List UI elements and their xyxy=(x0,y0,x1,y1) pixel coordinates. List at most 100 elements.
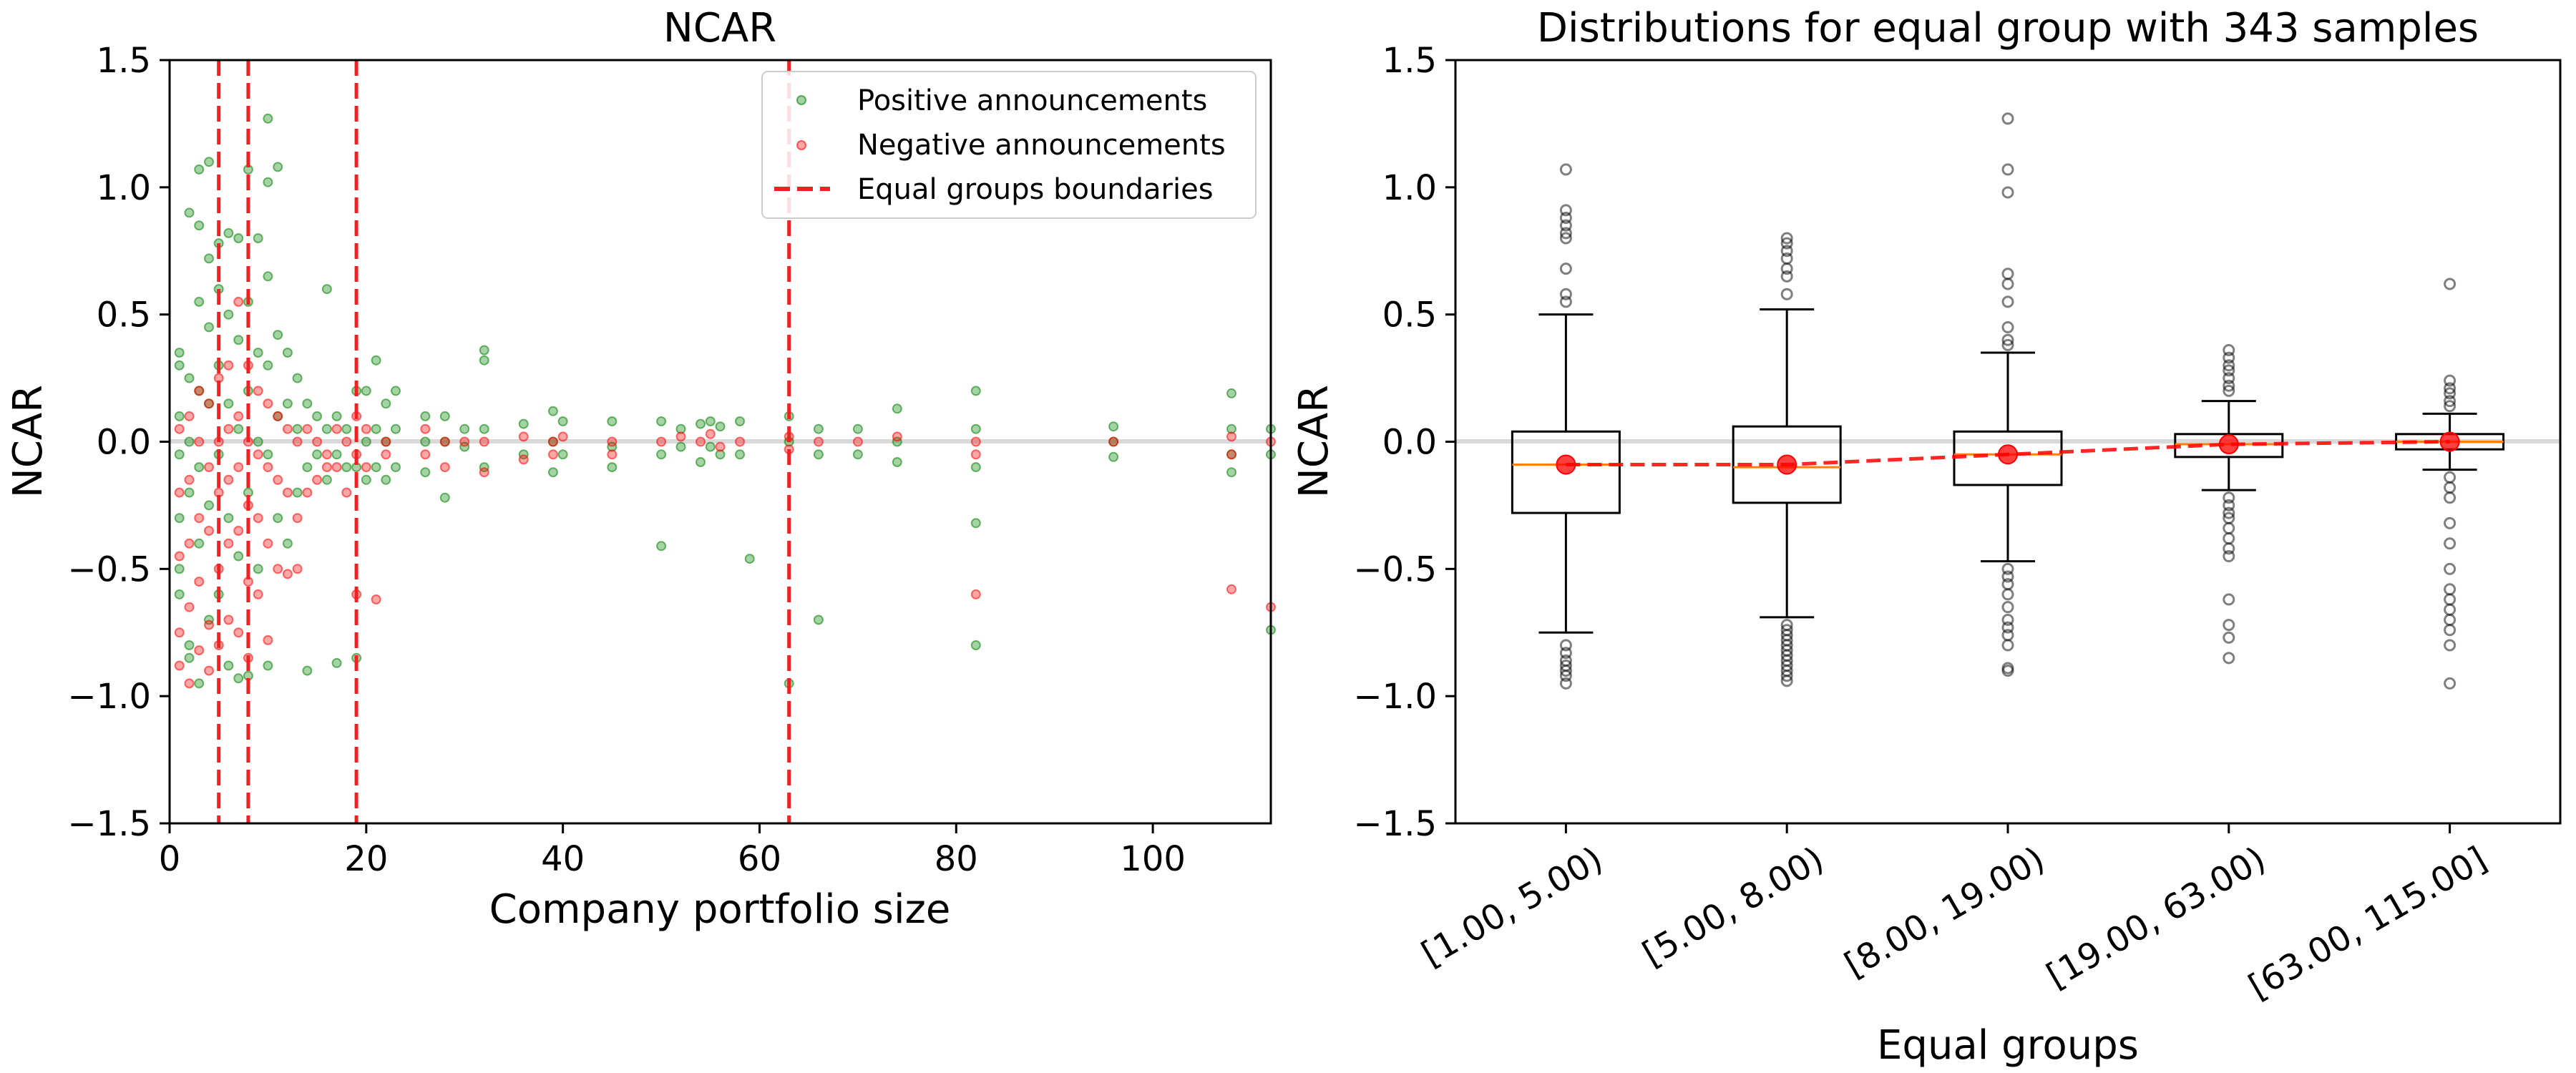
outlier-point xyxy=(2223,343,2235,356)
mean-point xyxy=(2218,434,2239,455)
x-tick-label: 0 xyxy=(159,839,181,879)
outlier-point xyxy=(1780,675,1793,687)
point-positive-announcements xyxy=(253,564,263,574)
point-negative-announcements xyxy=(312,474,323,485)
boxplot-y-ticks: −1.5−1.0−0.50.00.51.01.5 xyxy=(1353,41,1455,844)
point-positive-announcements xyxy=(223,513,234,524)
point-positive-announcements xyxy=(361,436,371,447)
point-negative-announcements xyxy=(813,436,824,447)
point-positive-announcements xyxy=(420,467,431,478)
point-positive-announcements xyxy=(292,423,303,434)
outlier-point xyxy=(1559,647,1572,660)
point-negative-announcements xyxy=(1226,584,1236,594)
point-negative-announcements xyxy=(174,627,185,638)
boxplot xyxy=(2395,278,2505,690)
point-positive-announcements xyxy=(1226,467,1236,478)
point-positive-announcements xyxy=(656,449,667,460)
point-positive-announcements xyxy=(263,660,273,671)
point-positive-announcements xyxy=(341,462,352,473)
point-positive-announcements xyxy=(194,164,205,175)
point-negative-announcements xyxy=(341,436,352,447)
point-negative-announcements xyxy=(292,564,303,574)
point-negative-announcements xyxy=(518,431,529,442)
outlier-point xyxy=(2223,506,2235,519)
point-positive-announcements xyxy=(292,487,303,498)
point-negative-announcements xyxy=(479,436,489,447)
point-negative-announcements xyxy=(1226,449,1236,460)
point-positive-announcements xyxy=(174,564,185,574)
scatter-legend: Positive announcements Negative announce… xyxy=(761,71,1257,219)
scatter-y-ticks: −1.5−1.0−0.50.00.51.01.5 xyxy=(67,41,170,844)
y-tick-label: 0.5 xyxy=(1382,295,1437,335)
point-negative-announcements xyxy=(439,436,450,447)
outlier-point xyxy=(2444,481,2457,494)
point-positive-announcements xyxy=(184,207,195,218)
outlier-point xyxy=(2001,588,2014,601)
outlier-point xyxy=(2444,400,2457,413)
point-positive-announcements xyxy=(233,423,244,434)
point-positive-announcements xyxy=(223,309,234,320)
point-positive-announcements xyxy=(204,157,214,167)
outlier-point xyxy=(2444,613,2457,626)
point-positive-announcements xyxy=(705,416,716,426)
scatter-x-label: Company portfolio size xyxy=(489,886,951,933)
point-positive-announcements xyxy=(253,233,263,243)
y-tick-label: 1.5 xyxy=(97,41,151,81)
point-positive-announcements xyxy=(970,640,981,650)
outlier-point xyxy=(2444,387,2457,400)
outlier-point xyxy=(2001,338,2014,351)
outlier-point xyxy=(2001,665,2014,677)
point-positive-announcements xyxy=(705,441,716,452)
outlier-point xyxy=(2001,112,2014,125)
boxplot xyxy=(1511,163,1621,690)
point-positive-announcements xyxy=(273,330,283,340)
point-negative-announcements xyxy=(970,436,981,447)
boxplot xyxy=(2174,343,2284,665)
point-positive-announcements xyxy=(184,436,195,447)
point-negative-announcements xyxy=(547,449,558,460)
point-positive-announcements xyxy=(715,449,726,460)
point-positive-announcements xyxy=(223,660,234,671)
x-tick-label: [8.00, 19.00) xyxy=(1838,839,2051,986)
point-positive-announcements xyxy=(204,500,214,511)
mean-point xyxy=(2439,431,2460,452)
outlier-point xyxy=(1559,163,1572,176)
outlier-point xyxy=(2001,562,2014,575)
point-negative-announcements xyxy=(547,436,558,447)
point-negative-announcements xyxy=(263,538,273,549)
point-positive-announcements xyxy=(439,411,450,421)
point-negative-announcements xyxy=(223,423,234,434)
point-negative-announcements xyxy=(479,467,489,478)
point-negative-announcements xyxy=(194,386,205,396)
point-positive-announcements xyxy=(970,423,981,434)
outlier-point xyxy=(2001,601,2014,614)
legend-label-boundary: Equal groups boundaries xyxy=(857,173,1214,206)
outlier-point xyxy=(2223,364,2235,377)
point-positive-announcements xyxy=(194,220,205,231)
point-negative-announcements xyxy=(371,594,381,604)
point-positive-announcements xyxy=(371,355,381,366)
point-positive-announcements xyxy=(331,449,342,460)
outlier-point xyxy=(2223,532,2235,545)
point-positive-announcements xyxy=(852,449,863,460)
point-positive-announcements xyxy=(194,462,205,473)
point-positive-announcements xyxy=(852,423,863,434)
outlier-point xyxy=(2001,613,2014,626)
point-negative-announcements xyxy=(852,436,863,447)
outlier-point xyxy=(2444,583,2457,596)
outlier-point xyxy=(2001,268,2014,280)
boxplot xyxy=(1953,112,2063,677)
outlier-point xyxy=(1559,639,1572,652)
point-positive-announcements xyxy=(233,673,244,684)
y-tick-label: 0.5 xyxy=(97,295,151,335)
point-negative-announcements xyxy=(705,428,716,439)
outlier-point xyxy=(2001,295,2014,308)
point-positive-announcements xyxy=(194,678,205,689)
outlier-point xyxy=(2223,542,2235,555)
point-negative-announcements xyxy=(518,454,529,465)
outlier-point xyxy=(2223,593,2235,606)
point-negative-announcements xyxy=(253,589,263,599)
outlier-point xyxy=(2444,624,2457,637)
scatter-title: NCAR xyxy=(663,5,776,52)
point-negative-announcements xyxy=(321,462,332,473)
